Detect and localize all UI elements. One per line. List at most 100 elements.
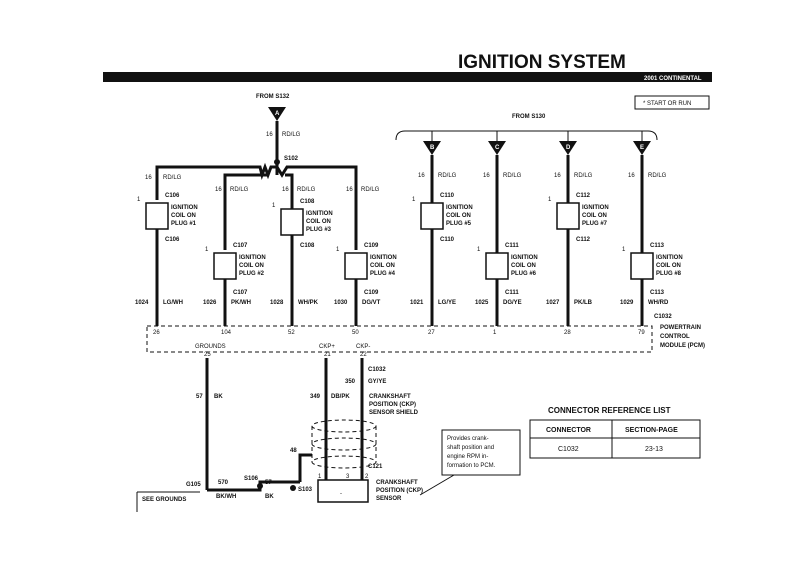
coil-conn-bot: C113	[650, 290, 665, 296]
coil-name-line: COIL ON	[171, 213, 196, 219]
coil-name-line: COIL ON	[582, 213, 607, 219]
feed-color: RD/LG	[648, 173, 667, 179]
coil-conn-top: C110	[440, 193, 455, 199]
reference-cell-section: 23-13	[645, 446, 663, 453]
pcm-pin: 27	[428, 330, 435, 336]
coil-circuit: 1024	[135, 300, 149, 306]
pcm-pin: 50	[352, 330, 359, 336]
coil-wire-color: DG/YE	[503, 300, 522, 306]
pcm-pin: 1	[493, 330, 497, 336]
coil-name-line: PLUG #1	[171, 221, 197, 227]
pcm-pin: 104	[221, 330, 232, 336]
coil-pin-top: 1	[205, 247, 209, 253]
splice-s106	[257, 483, 263, 489]
coil-pin-top: 1	[622, 247, 626, 253]
connector-a-marker	[268, 107, 286, 121]
shield-ring-2	[311, 437, 377, 451]
splice-s106-label: S106	[244, 476, 259, 482]
coil-name-line: IGNITION	[656, 255, 683, 261]
reference-cell-connector: C1032	[558, 446, 579, 453]
coil-pin-top: 1	[137, 197, 141, 203]
coil-body	[420, 202, 444, 230]
model-year-label: 2001 CONTINENTAL	[644, 76, 702, 82]
pcm-pin: 28	[564, 330, 571, 336]
feed-color: RD/LG	[361, 187, 380, 193]
pcm-grounds-label: GROUNDS	[195, 344, 226, 350]
connector-marker	[488, 141, 506, 155]
legend-text: * START OR RUN	[643, 101, 691, 107]
coil-conn-top: C108	[300, 199, 315, 205]
reference-header-section: SECTION-PAGE	[625, 427, 678, 434]
coil-body	[213, 252, 237, 280]
ground-wire2-num: 570	[218, 480, 229, 486]
wire-to-coil-2	[223, 173, 267, 250]
coil-conn-bot: C110	[440, 237, 455, 243]
coil-circuit: 1028	[270, 300, 284, 306]
coil-pin-top: 1	[272, 203, 276, 209]
coil-conn-top: C107	[233, 243, 248, 249]
page-title: IGNITION SYSTEM	[458, 52, 626, 73]
coil-conn-bot: C106	[165, 237, 180, 243]
coil-name-line: IGNITION	[370, 255, 397, 261]
ckp-shield-label-3: SENSOR SHIELD	[369, 410, 419, 416]
connector-e: E	[633, 131, 651, 155]
ckp-name-2: POSITION (CKP)	[376, 488, 423, 494]
coil-conn-top: C113	[650, 243, 665, 249]
connector-c: C	[488, 131, 506, 155]
ckp-top-connector: C1032	[368, 367, 386, 373]
coil-circuit: 1021	[410, 300, 424, 306]
feed-gauge: 16	[145, 175, 152, 181]
note-pointer	[419, 474, 455, 496]
coil-conn-bot: C107	[233, 290, 248, 296]
coil-body	[145, 202, 169, 230]
connector-label: C	[495, 145, 500, 151]
connector-b: B	[423, 131, 441, 155]
feed-gauge: 16	[483, 173, 490, 179]
connector-marker	[559, 141, 577, 155]
coil-circuit: 1030	[334, 300, 348, 306]
coil-name-line: PLUG #5	[446, 221, 472, 227]
pcm-ckp-plus-pin: 21	[324, 352, 331, 358]
feed-color: RD/LG	[297, 187, 316, 193]
ground-wire3-color: BK	[265, 494, 274, 500]
coil-body	[556, 202, 580, 230]
pcm-name-3: MODULE (PCM)	[660, 343, 705, 349]
coil-body	[630, 252, 654, 280]
feed-gauge: 16	[215, 187, 222, 193]
reference-header-connector: CONNECTOR	[546, 427, 591, 434]
pcm-pin: 26	[153, 330, 160, 336]
coil-body	[344, 252, 368, 280]
coil-name-line: PLUG #3	[306, 227, 332, 233]
connector-d: D	[559, 131, 577, 155]
reference-title: CONNECTOR REFERENCE LIST	[548, 406, 671, 415]
coil-name-line: PLUG #8	[656, 271, 682, 277]
note-line-3: engine RPM in-	[447, 454, 488, 460]
splice-s103	[290, 485, 296, 491]
coil-pin-top: 1	[548, 197, 552, 203]
coil-conn-bot: C108	[300, 243, 315, 249]
ckp-name-1: CRANKSHAFT	[376, 480, 418, 486]
coil-wire-color: WH/PK	[298, 300, 319, 306]
coil-conn-bot: C112	[576, 237, 591, 243]
note-line-1: Provides crank-	[447, 436, 489, 442]
note-line-4: formation to PCM.	[447, 463, 496, 469]
ckp-shield-label-1: CRANKSHAFT	[369, 394, 411, 400]
coil-pin-top: 1	[477, 247, 481, 253]
coil-circuit: 1026	[203, 300, 217, 306]
shield-wire-num: 48	[290, 448, 297, 454]
coil-wire-color: PK/WH	[231, 300, 251, 306]
feed-gauge: 16	[346, 187, 353, 193]
coil-circuit: 1025	[475, 300, 489, 306]
pcm-ckp-plus-label: CKP+	[319, 344, 335, 350]
ckp-shield-label-2: POSITION (CKP)	[369, 402, 416, 408]
ckp-wire-a-color: GY/YE	[368, 379, 386, 385]
coil-conn-bot: C109	[364, 290, 379, 296]
coil-wire-color: PK/LB	[574, 300, 593, 306]
coil-name-line: IGNITION	[446, 205, 473, 211]
